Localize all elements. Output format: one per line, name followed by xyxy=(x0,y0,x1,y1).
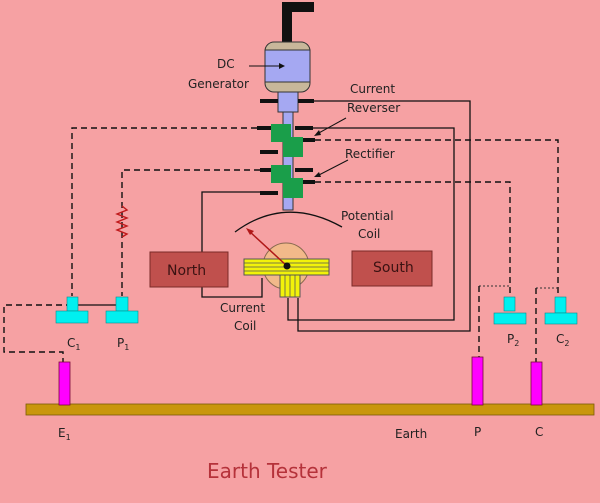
electrode-e1 xyxy=(58,361,71,406)
dc-generator-label-1: DC xyxy=(217,57,235,71)
shaft xyxy=(282,111,294,211)
potential-coil-label-2: Coil xyxy=(358,227,380,241)
wire-c2-dashed xyxy=(315,139,559,296)
rectifier-label: Rectifier xyxy=(345,147,395,161)
terminal-p2-label: P2 xyxy=(507,332,519,348)
crank-handle xyxy=(282,2,314,44)
terminal-c1 xyxy=(55,296,89,324)
wire-reverser-inner xyxy=(287,127,455,321)
wire-p1-dashed xyxy=(121,169,260,296)
terminal-p2 xyxy=(493,296,527,325)
current-coil-label-2: Coil xyxy=(234,319,256,333)
rectifier-arrow xyxy=(316,159,349,177)
pointer-arrowhead xyxy=(246,228,254,235)
brushes xyxy=(257,99,315,195)
potential-coil-label-1: Potential xyxy=(341,209,394,223)
pivot-dot xyxy=(283,262,291,270)
wire-rectifier-left xyxy=(201,191,263,298)
current-reverser-label-1: Current xyxy=(350,82,395,96)
pointer-needle xyxy=(248,230,288,267)
shaft-upper xyxy=(277,91,299,113)
potential-coil-arc xyxy=(234,211,343,233)
electrode-p xyxy=(471,356,484,406)
wire-e1-dashed xyxy=(3,304,72,362)
resistor xyxy=(115,205,129,238)
terminal-p1 xyxy=(105,296,139,324)
generator-arrowhead xyxy=(279,63,285,69)
reverser-arrow xyxy=(316,117,347,135)
electrode-c-label: C xyxy=(535,425,543,439)
reverser-arrowhead xyxy=(314,130,321,136)
north-magnet xyxy=(149,251,229,288)
rectifier-arrowhead xyxy=(314,172,321,177)
ground-bar xyxy=(25,403,595,416)
south-label: South xyxy=(373,260,414,276)
dc-generator xyxy=(264,41,311,93)
earth-label: Earth xyxy=(395,427,427,441)
north-label: North xyxy=(167,263,206,279)
south-magnet xyxy=(351,250,433,287)
terminal-p1-label: P1 xyxy=(117,336,129,352)
wire-p2-dashed xyxy=(315,181,511,296)
current-coil-label-1: Current xyxy=(220,301,265,315)
electrode-p-label: P xyxy=(474,425,481,439)
wire-c1-dashed xyxy=(71,127,257,296)
current-coil-vertical xyxy=(279,274,301,298)
terminal-c2-label: C2 xyxy=(556,332,569,348)
electrode-e1-label: E1 xyxy=(58,426,71,442)
terminal-c2 xyxy=(544,296,578,325)
diagram-title: Earth Tester xyxy=(207,459,328,483)
current-reverser-label-2: Reverser xyxy=(347,101,400,115)
dc-generator-label-2: Generator xyxy=(188,77,249,91)
commutator-segments xyxy=(271,124,303,198)
terminal-c1-label: C1 xyxy=(67,336,80,352)
electrode-c xyxy=(530,361,543,406)
